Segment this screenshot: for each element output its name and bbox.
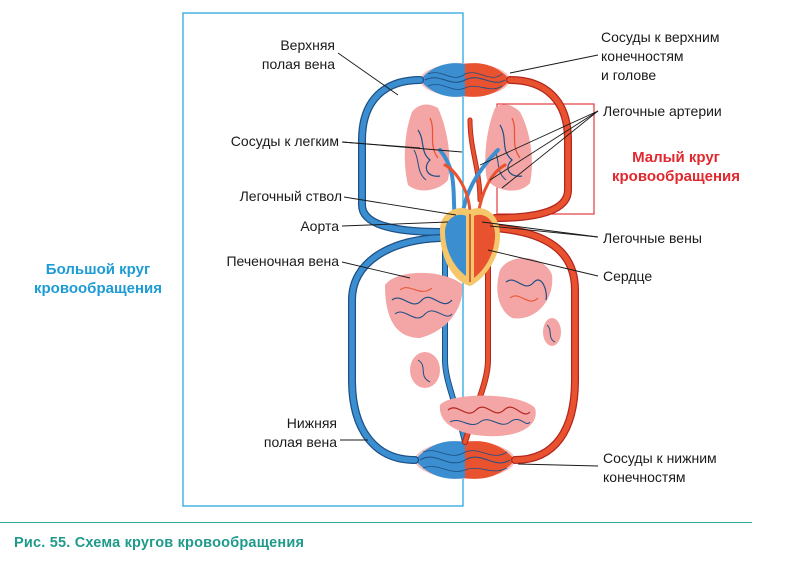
label-superior-vena-cava: Верхняя полая вена <box>261 37 335 72</box>
figure-caption: Рис. 55. Схема кругов кровообращения <box>14 535 305 551</box>
leader-lines <box>337 52 599 467</box>
label-inferior-vena-cava: Нижняя полая вена <box>263 415 337 450</box>
stomach <box>497 258 553 319</box>
title-systemic-circulation: Большой круг кровообращения <box>34 261 162 297</box>
label-pulmonary-veins: Легочные вены <box>603 230 702 246</box>
label-pulmonary-arteries: Легочные артерии <box>603 103 722 119</box>
kidney <box>543 318 561 346</box>
left-lung <box>404 104 450 191</box>
label-pulmonary-trunk: Легочный ствол <box>239 188 342 204</box>
label-vessels-to-lungs: Сосуды к легким <box>230 133 339 149</box>
label-vessels-lower-limbs: Сосуды к нижним конечностям <box>603 450 717 485</box>
intestines <box>410 352 536 437</box>
label-vessels-upper-limbs: Сосуды к верхним конечностям и голове <box>601 29 720 83</box>
liver <box>385 272 463 338</box>
heart <box>440 208 500 286</box>
title-pulmonary-circulation: Малый круг кровообращения <box>612 149 740 185</box>
caption-divider <box>0 522 752 523</box>
label-aorta: Аорта <box>300 218 339 234</box>
label-heart: Сердце <box>603 268 653 284</box>
label-hepatic-vein: Печеночная вена <box>226 253 339 269</box>
upper-capillary-bed <box>420 63 510 97</box>
lower-capillary-bed <box>415 441 515 479</box>
